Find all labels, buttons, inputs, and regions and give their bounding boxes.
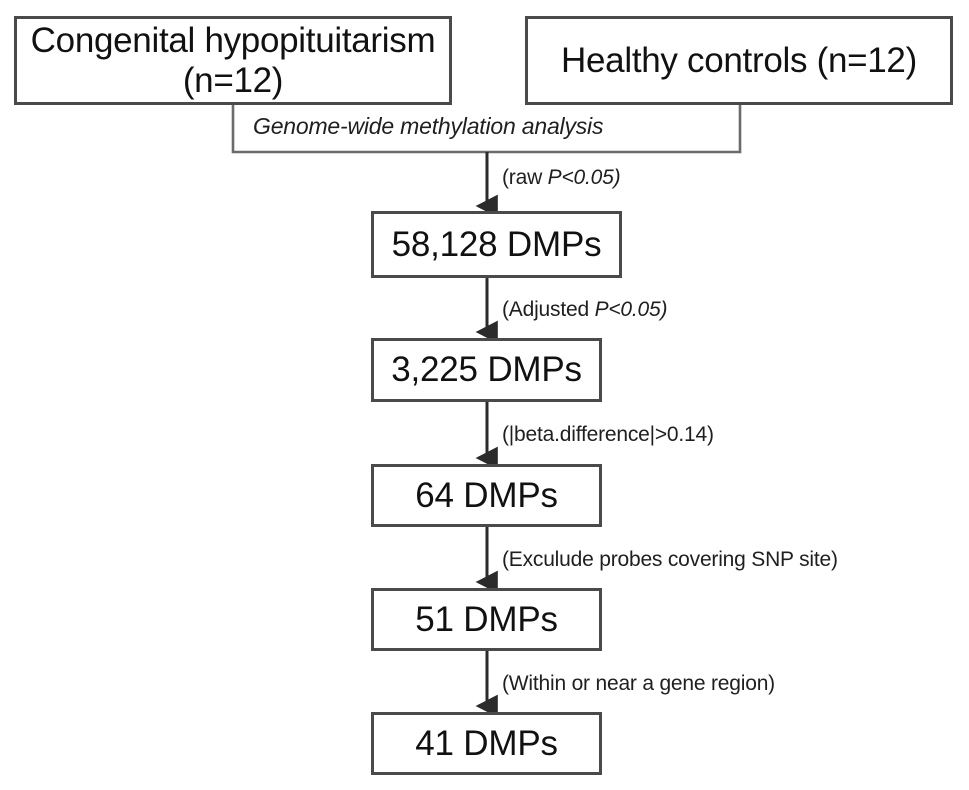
edge-label-raw-p-italic: P<0.05) bbox=[547, 166, 621, 189]
node-step-3225-label: 3,225 DMPs bbox=[391, 350, 582, 390]
merge-label: Genome-wide methylation analysis bbox=[253, 113, 603, 140]
node-step-64-label: 64 DMPs bbox=[415, 475, 558, 515]
node-step-41: 41 DMPs bbox=[371, 712, 602, 775]
node-healthy-controls: Healthy controls (n=12) bbox=[525, 16, 953, 105]
edge-label-exclude-snp-text: (Exculude probes covering SNP site) bbox=[502, 548, 838, 571]
node-step-64: 64 DMPs bbox=[371, 464, 602, 527]
edge-label-adjusted-p-italic: P<0.05) bbox=[594, 298, 668, 321]
node-step-51-label: 51 DMPs bbox=[415, 599, 558, 639]
node-step-3225: 3,225 DMPs bbox=[371, 338, 602, 402]
node-step-41-label: 41 DMPs bbox=[415, 723, 558, 763]
node-step-51: 51 DMPs bbox=[371, 588, 602, 651]
merge-label-text: Genome-wide methylation analysis bbox=[253, 113, 604, 139]
edge-label-beta-difference-text: (|beta.difference|>0.14) bbox=[502, 423, 714, 446]
node-step-58128: 58,128 DMPs bbox=[371, 211, 622, 278]
edge-label-adjusted-p-plain: (Adjusted bbox=[502, 298, 595, 321]
edge-label-adjusted-p: (Adjusted P<0.05) bbox=[502, 298, 668, 322]
node-healthy-controls-label: Healthy controls (n=12) bbox=[561, 40, 917, 80]
node-step-58128-label: 58,128 DMPs bbox=[391, 224, 602, 264]
edge-label-raw-p: (raw P<0.05) bbox=[502, 166, 621, 190]
edge-label-gene-region-text: (Within or near a gene region) bbox=[502, 672, 775, 695]
edge-label-gene-region: (Within or near a gene region) bbox=[502, 672, 775, 696]
edge-label-exclude-snp: (Exculude probes covering SNP site) bbox=[502, 548, 838, 572]
edge-label-raw-p-plain: (raw bbox=[502, 166, 548, 189]
node-congenital-hypopituitarism: Congenital hypopituitarism (n=12) bbox=[14, 16, 452, 105]
node-congenital-hypopituitarism-label: Congenital hypopituitarism (n=12) bbox=[30, 21, 436, 100]
edge-label-beta-difference: (|beta.difference|>0.14) bbox=[502, 423, 714, 447]
